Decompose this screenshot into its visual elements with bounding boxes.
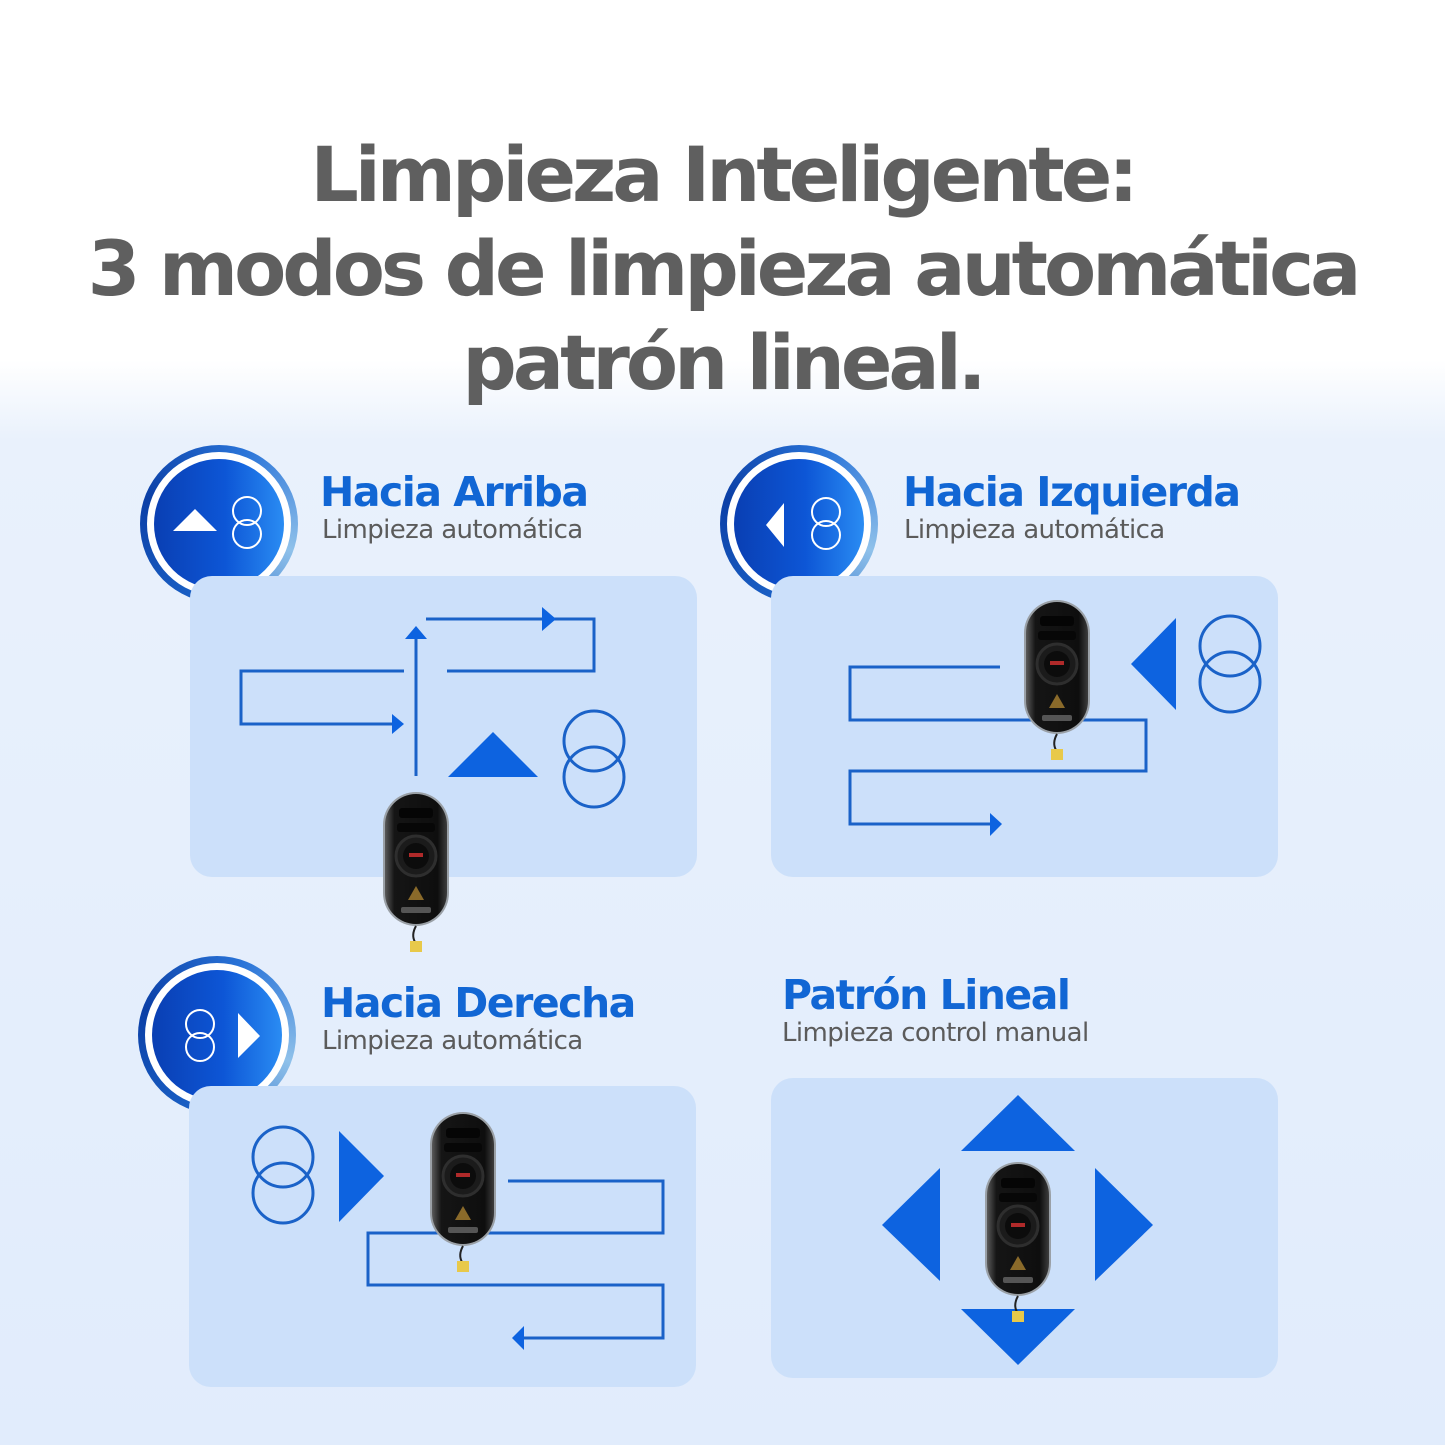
left-arrow-icon	[882, 1168, 940, 1281]
double-circle-icon	[1198, 614, 1262, 714]
up-arrow-icon	[961, 1095, 1075, 1151]
down-arrow-icon	[961, 1309, 1075, 1365]
mode-subtitle-hacia-izquierda: Limpieza automática	[904, 515, 1165, 545]
panel-hacia-izquierda	[771, 576, 1278, 877]
double-circle-icon	[562, 709, 626, 809]
mode-title-hacia-izquierda: Hacia Izquierda	[903, 468, 1241, 516]
up-triangle-with-double-circle-icon	[173, 496, 262, 549]
right-arrow-icon	[339, 1131, 384, 1222]
badge-hacia-arriba	[140, 445, 298, 603]
left-triangle-with-double-circle-icon	[766, 497, 841, 550]
right-arrow-icon	[1095, 1168, 1153, 1281]
up-arrow-icon	[448, 732, 538, 777]
double-circle-icon	[251, 1125, 315, 1225]
headline-line-3: patrón lineal.	[462, 318, 986, 407]
mode-subtitle-patron-lineal: Limpieza control manual	[782, 1018, 1089, 1048]
mode-subtitle-hacia-arriba: Limpieza automática	[322, 515, 583, 545]
mode-title-hacia-arriba: Hacia Arriba	[320, 468, 589, 516]
mode-title-hacia-derecha: Hacia Derecha	[321, 979, 636, 1027]
left-arrow-icon	[1131, 618, 1176, 710]
mode-title-patron-lineal: Patrón Lineal	[782, 971, 1071, 1019]
robot-image-patron-lineal	[983, 1160, 1053, 1325]
headline-line-1: Limpieza Inteligente:	[310, 130, 1138, 219]
double-circle-with-right-triangle-icon	[185, 1009, 260, 1062]
headline-line-2: 3 modos de limpieza automática	[87, 224, 1362, 313]
headline: Limpieza Inteligente: 3 modos de limpiez…	[0, 128, 1445, 410]
badge-hacia-derecha	[138, 956, 296, 1114]
mode-subtitle-hacia-derecha: Limpieza automática	[322, 1026, 583, 1056]
